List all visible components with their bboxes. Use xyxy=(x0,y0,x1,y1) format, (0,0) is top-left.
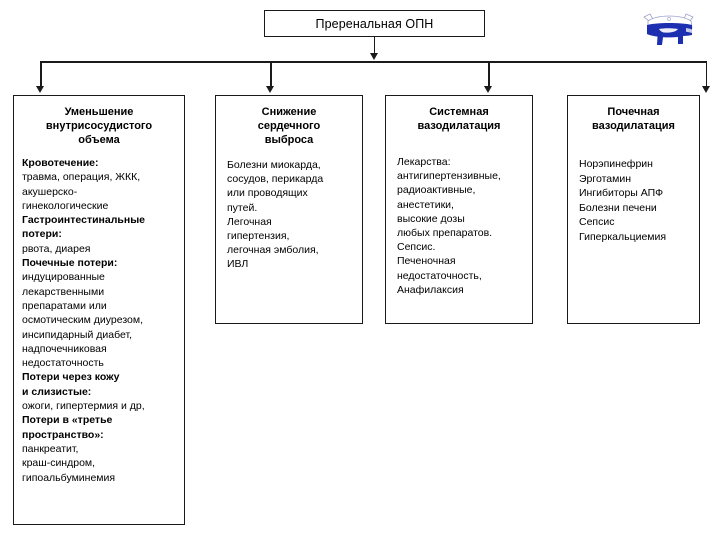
text-line: легочная эмболия, xyxy=(227,244,319,257)
branch-1-body: Кровотечение: травма, операция, ЖКК,акуше… xyxy=(22,156,176,485)
text-line-heading: Потери в «третье xyxy=(22,414,113,427)
blue-animal-clipart xyxy=(643,13,694,45)
text-line: лекарственными xyxy=(22,285,105,298)
text-line: панкреатит, xyxy=(22,442,79,455)
text-line: Лекарства: xyxy=(397,156,451,168)
connector-root-arrowhead xyxy=(369,53,378,60)
text-line: индуцированные xyxy=(22,271,105,284)
connector-arrowhead-1 xyxy=(36,86,44,93)
connector-root-stem xyxy=(373,37,375,54)
text-line: Болезни печени xyxy=(579,201,657,214)
text-line: путей. xyxy=(227,201,258,214)
text-line-heading: Почечные потери: xyxy=(22,257,118,270)
connector-drop-1 xyxy=(40,61,42,88)
text-line: ожоги, гипертермия и др, xyxy=(22,400,145,413)
text-line: гипоальбуминемия xyxy=(22,471,116,484)
text-line: Печеночная xyxy=(397,255,456,268)
text-line: рвота, диарея xyxy=(22,242,91,255)
connector-arrowhead-3 xyxy=(484,86,492,93)
text-line-heading: потери: xyxy=(22,228,62,241)
branch-4-title: Почечная вазодилатация xyxy=(576,105,691,133)
text-line: Норэпинефрин xyxy=(579,158,653,170)
text-line-heading: и слизистые: xyxy=(22,385,92,398)
root-node-label: Преренальная ОПН xyxy=(315,16,434,31)
text-line: Сепсис xyxy=(579,216,615,229)
text-line: радиоактивные, xyxy=(397,184,476,197)
text-line: вазодилатация xyxy=(417,120,501,132)
branch-3-title: Системная вазодилатация xyxy=(394,105,524,133)
text-line-heading: Гастроинтестинальные xyxy=(22,214,145,227)
text-line: антигипертензивные, xyxy=(397,170,501,183)
text-line: или проводящих xyxy=(227,187,308,200)
branch-node-cardiac-output[interactable]: Снижение сердечного выброса Болезни миокар… xyxy=(215,95,363,324)
text-line: надпочечниковая xyxy=(22,342,107,355)
text-line: инсипидарный диабет, xyxy=(22,328,133,341)
text-line: Сепсис. xyxy=(397,241,436,254)
text-line: высокие дозы xyxy=(397,212,465,225)
text-line-heading: пространство»: xyxy=(22,428,104,441)
connector-drop-2 xyxy=(270,61,272,88)
text-line: любых препаратов. xyxy=(397,227,493,240)
text-line: недостаточность, xyxy=(397,269,482,282)
text-line: препаратами или xyxy=(22,299,107,312)
text-line: осмотическим диурезом, xyxy=(22,314,143,327)
text-line-heading: Потери через кожу xyxy=(22,371,120,384)
connector-arrowhead-4 xyxy=(701,86,710,93)
text-line: травма, операция, ЖКК, xyxy=(22,171,141,184)
branch-node-systemic-vasodilation[interactable]: Системная вазодилатация Лекарства: антигип… xyxy=(385,95,533,324)
text-line: ИВЛ xyxy=(227,258,249,271)
text-line: сердечного xyxy=(257,120,321,132)
connector-horizontal-bus xyxy=(40,61,707,63)
text-line: краш-синдром, xyxy=(22,457,96,470)
text-line: акушерско- xyxy=(22,185,78,198)
text-line: сосудов, перикарда xyxy=(227,173,324,186)
text-line: внутрисосудистого xyxy=(45,120,153,132)
text-line: Системная xyxy=(429,106,489,118)
text-line: гинекологические xyxy=(22,199,109,212)
text-line: Ингибиторы АПФ xyxy=(579,187,664,200)
text-line: Легочная xyxy=(227,215,272,228)
branch-1-title: Уменьшение внутрисосудистого объема xyxy=(22,105,176,147)
branch-2-title: Снижение сердечного выброса xyxy=(224,105,354,147)
text-line: вазодилатация xyxy=(592,120,675,132)
text-line: Гиперкальциемия xyxy=(579,230,667,243)
text-line: Почечная xyxy=(607,106,660,118)
text-line: Анафилаксия xyxy=(397,283,464,296)
connector-drop-4 xyxy=(705,61,707,88)
branch-node-intravascular-volume[interactable]: Уменьшение внутрисосудистого объема Кровот… xyxy=(13,95,185,525)
branch-3-body: Лекарства: антигипертензивные,радиоактивн… xyxy=(394,155,524,297)
connector-arrowhead-2 xyxy=(266,86,274,93)
text-line: Эрготамин xyxy=(579,172,632,185)
root-node-prerenal-arf[interactable]: Преренальная ОПН xyxy=(264,10,485,37)
text-line: выброса xyxy=(264,134,314,146)
text-line: объема xyxy=(78,134,120,146)
text-line: Болезни миокарда, xyxy=(227,159,321,171)
connector-drop-3 xyxy=(488,61,490,88)
text-line: анестетики, xyxy=(397,198,454,211)
text-line: Уменьшение xyxy=(64,106,134,118)
text-line-heading: Кровотечение: xyxy=(22,157,99,169)
text-line: гипертензия, xyxy=(227,230,290,243)
text-line: недостаточность xyxy=(22,357,104,370)
text-line: Снижение xyxy=(261,106,317,118)
